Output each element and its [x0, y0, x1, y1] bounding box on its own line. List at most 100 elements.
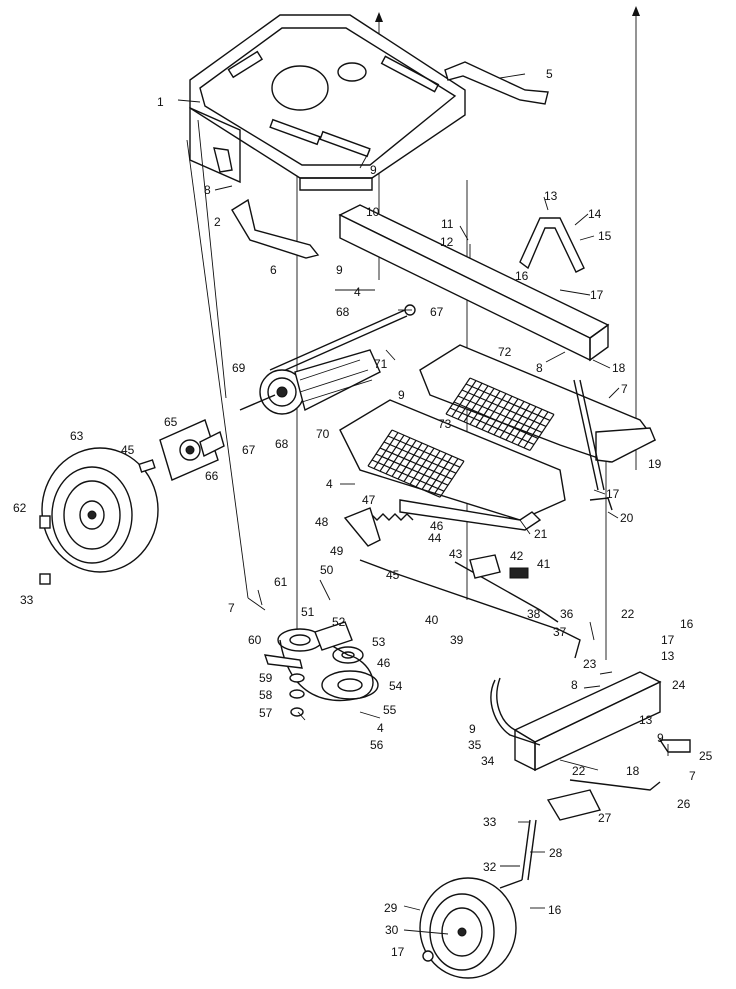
callout-label: 24 — [672, 678, 686, 692]
cable-34 — [490, 679, 541, 746]
callout-label: 8 — [536, 361, 543, 375]
callout-label: 45 — [121, 443, 135, 457]
callout-label: 7 — [228, 601, 235, 615]
callout-label: 33 — [20, 593, 34, 607]
callout-label: 62 — [13, 501, 27, 515]
floor-pan-73 — [339, 399, 566, 521]
callout-label: 34 — [481, 754, 495, 768]
callout-label: 61 — [274, 575, 288, 589]
spindle-28 — [499, 819, 537, 889]
callout-label: 16 — [515, 269, 529, 283]
callout-label: 26 — [677, 797, 691, 811]
callout-label: 65 — [164, 415, 178, 429]
callout-label: 56 — [370, 738, 384, 752]
callout-label: 13 — [661, 649, 675, 663]
callout-label: 63 — [70, 429, 84, 443]
pulley-54 — [321, 670, 379, 700]
leader-lines — [177, 73, 669, 935]
callout-label: 44 — [428, 531, 442, 545]
plate-19 — [595, 427, 656, 463]
callout-label: 1 — [157, 95, 164, 109]
callout-label: 53 — [372, 635, 386, 649]
callout-label: 28 — [549, 846, 563, 860]
callout-label: 68 — [336, 305, 350, 319]
callout-label: 43 — [449, 547, 463, 561]
callout-label: 71 — [374, 357, 388, 371]
washer-stack — [289, 673, 305, 717]
callout-label: 18 — [612, 361, 626, 375]
callout-label: 46 — [377, 656, 391, 670]
callout-label: 37 — [553, 625, 567, 639]
callout-label: 60 — [248, 633, 262, 647]
callout-label: 49 — [330, 544, 344, 558]
callout-label: 38 — [527, 607, 541, 621]
bracket-6 — [231, 198, 320, 259]
callout-label: 9 — [370, 163, 377, 177]
callout-label: 55 — [383, 703, 397, 717]
callout-label: 30 — [385, 923, 399, 937]
callout-labels: 1 2 5 8 9 6 9 10 11 12 13 14 15 16 17 4 … — [13, 67, 713, 959]
axle-rod — [269, 304, 416, 377]
callout-label: 4 — [354, 285, 361, 299]
callout-label: 19 — [648, 457, 662, 471]
callout-label: 4 — [326, 477, 333, 491]
hub-65 — [159, 419, 225, 481]
bracket-60 — [263, 654, 303, 669]
top-plate — [189, 14, 466, 191]
callout-label: 67 — [242, 443, 256, 457]
callout-label: 41 — [537, 557, 551, 571]
callout-label: 20 — [620, 511, 634, 525]
callout-label: 17 — [661, 633, 675, 647]
callout-label: 13 — [639, 713, 653, 727]
front-wheel-29 — [419, 877, 517, 979]
callout-label: 72 — [498, 345, 512, 359]
callout-label: 48 — [315, 515, 329, 529]
callout-label: 66 — [205, 469, 219, 483]
callout-label: 9 — [398, 388, 405, 402]
callout-label: 23 — [583, 657, 597, 671]
callout-label: 51 — [301, 605, 315, 619]
callout-label: 13 — [544, 189, 558, 203]
callout-label: 22 — [621, 607, 635, 621]
callout-label: 12 — [440, 235, 454, 249]
callout-label: 29 — [384, 901, 398, 915]
callout-label: 39 — [450, 633, 464, 647]
brake-rod-38 — [359, 559, 581, 659]
callout-label: 35 — [468, 738, 482, 752]
callout-label: 54 — [389, 679, 403, 693]
callout-label: 7 — [621, 382, 628, 396]
spindle-bracket-27 — [546, 789, 602, 821]
block-41 — [509, 567, 529, 579]
callout-label: 9 — [657, 731, 664, 745]
callout-label: 46 — [430, 519, 444, 533]
callout-label: 15 — [598, 229, 612, 243]
callout-label: 70 — [316, 427, 330, 441]
tie-rod-26 — [569, 779, 661, 791]
callout-label: 59 — [259, 671, 273, 685]
callout-label: 21 — [534, 527, 548, 541]
callout-label: 9 — [469, 722, 476, 736]
callout-label: 45 — [386, 568, 400, 582]
callout-label: 52 — [332, 615, 346, 629]
callout-label: 17 — [590, 288, 604, 302]
callout-label: 25 — [699, 749, 713, 763]
callout-label: 4 — [377, 721, 384, 735]
callout-label: 27 — [598, 811, 612, 825]
washer-17 — [422, 950, 434, 962]
callout-label: 42 — [510, 549, 524, 563]
callout-label: 32 — [483, 860, 497, 874]
callout-label: 14 — [588, 207, 602, 221]
callout-label: 47 — [362, 493, 376, 507]
callout-label: 17 — [391, 945, 405, 959]
callout-label: 57 — [259, 706, 273, 720]
bracket-25 — [658, 739, 691, 753]
front-axle-24 — [513, 671, 662, 772]
callout-label: 9 — [336, 263, 343, 277]
callout-label: 73 — [438, 417, 452, 431]
callout-label: 36 — [560, 607, 574, 621]
callout-label: 18 — [626, 764, 640, 778]
bracket-2 — [213, 147, 233, 173]
bolt-45 — [138, 459, 156, 473]
